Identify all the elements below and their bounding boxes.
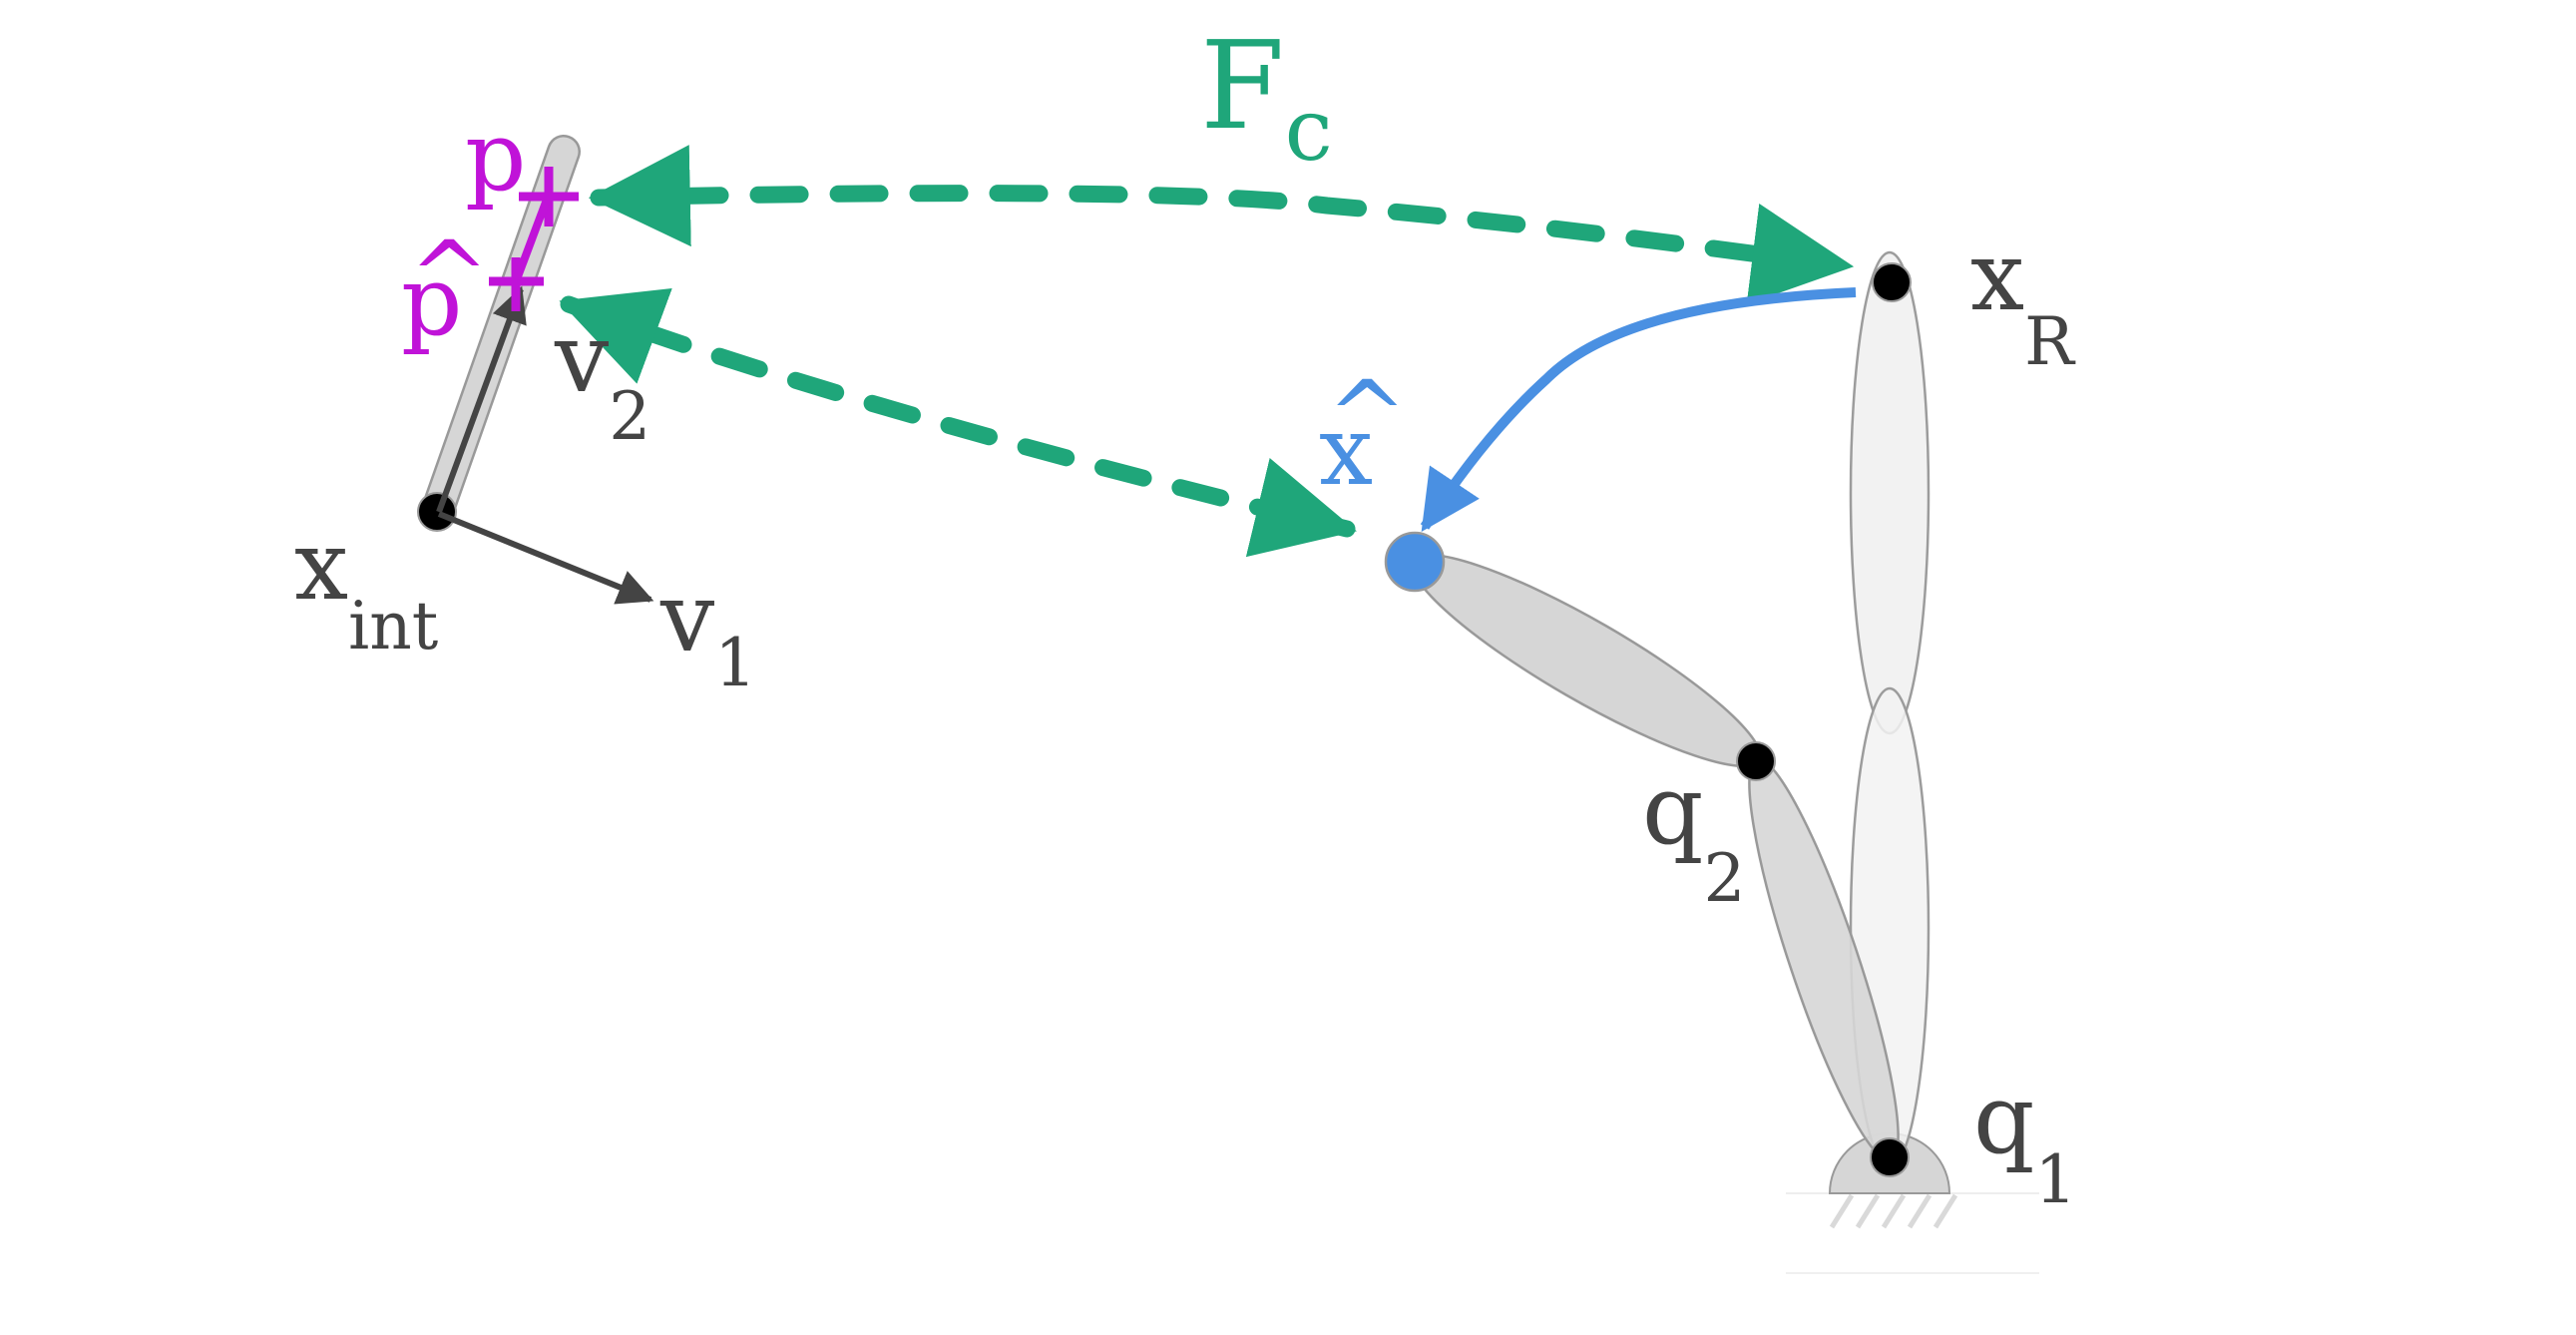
joint-q1 bbox=[1870, 1137, 1910, 1177]
label-p: p bbox=[465, 101, 526, 213]
ground-hatch bbox=[1829, 1193, 1958, 1229]
v1-axis-arrow bbox=[437, 511, 654, 605]
svg-text:^: ^ bbox=[409, 221, 489, 332]
label-q1: q1 bbox=[1973, 1064, 2076, 1218]
svg-text:x: x bbox=[1319, 395, 1373, 507]
label-x-hat: x ^ bbox=[1319, 360, 1407, 507]
svg-text:^: ^ bbox=[1327, 360, 1407, 472]
reference-link-2 bbox=[1849, 250, 1931, 735]
p-to-p-hat-link bbox=[513, 198, 551, 281]
label-x-r: xR bbox=[1970, 221, 2076, 380]
label-p-hat: p ^ bbox=[401, 221, 489, 357]
label-force: Fc bbox=[1200, 15, 1333, 181]
contact-point-p-hat bbox=[489, 257, 544, 311]
joint-x-r bbox=[1872, 262, 1912, 302]
label-v2: v2 bbox=[554, 302, 650, 455]
joint-q2 bbox=[1736, 741, 1776, 781]
contact-force-arrow-upper bbox=[588, 145, 1855, 305]
joint-x-int bbox=[417, 492, 457, 532]
label-x-int: xint bbox=[294, 510, 438, 665]
estimated-end-effector bbox=[1384, 531, 1446, 593]
label-v1: v1 bbox=[659, 562, 756, 701]
estimate-arrow bbox=[1420, 287, 1857, 532]
contact-point-p bbox=[519, 167, 579, 226]
svg-text:p: p bbox=[401, 245, 462, 357]
v2-axis-arrow bbox=[436, 285, 527, 514]
contact-force-arrow-lower bbox=[559, 287, 1357, 558]
estimated-link-2 bbox=[1411, 553, 1762, 768]
label-q2: q2 bbox=[1642, 754, 1745, 917]
